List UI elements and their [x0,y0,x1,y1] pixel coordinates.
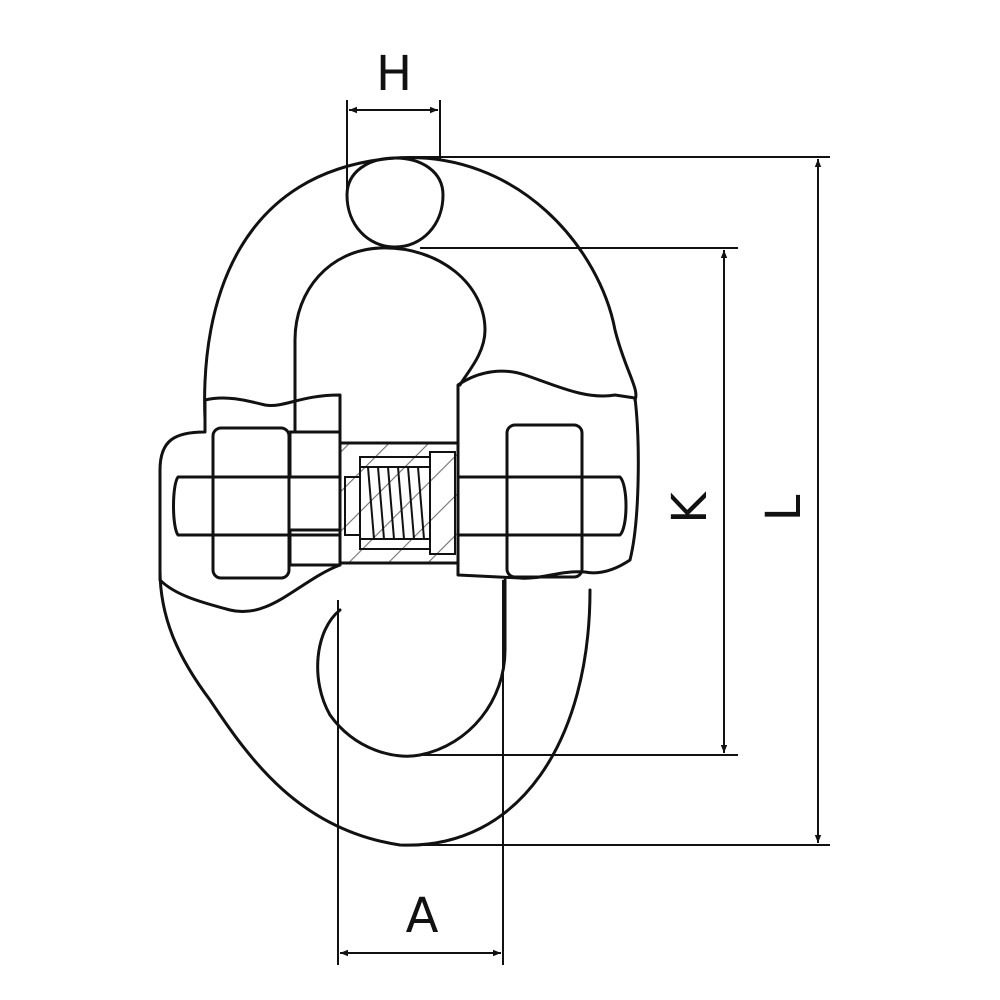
dimension-label-a: A [406,888,439,944]
right-half-section [456,369,640,580]
dimension-a: A [337,580,504,965]
dimension-label-l: L [756,494,812,521]
link-body [158,156,638,847]
dimension-k: K [420,247,738,756]
thread-lines [367,466,425,540]
section-circle-top [345,156,445,249]
bolt-pin [172,475,628,537]
threaded-bushing [338,441,460,565]
dimension-l: L [410,156,830,846]
dimension-label-k: K [662,491,718,524]
left-half-section [158,393,342,614]
dimension-h: H [346,46,441,195]
dimension-label-h: H [376,46,412,102]
